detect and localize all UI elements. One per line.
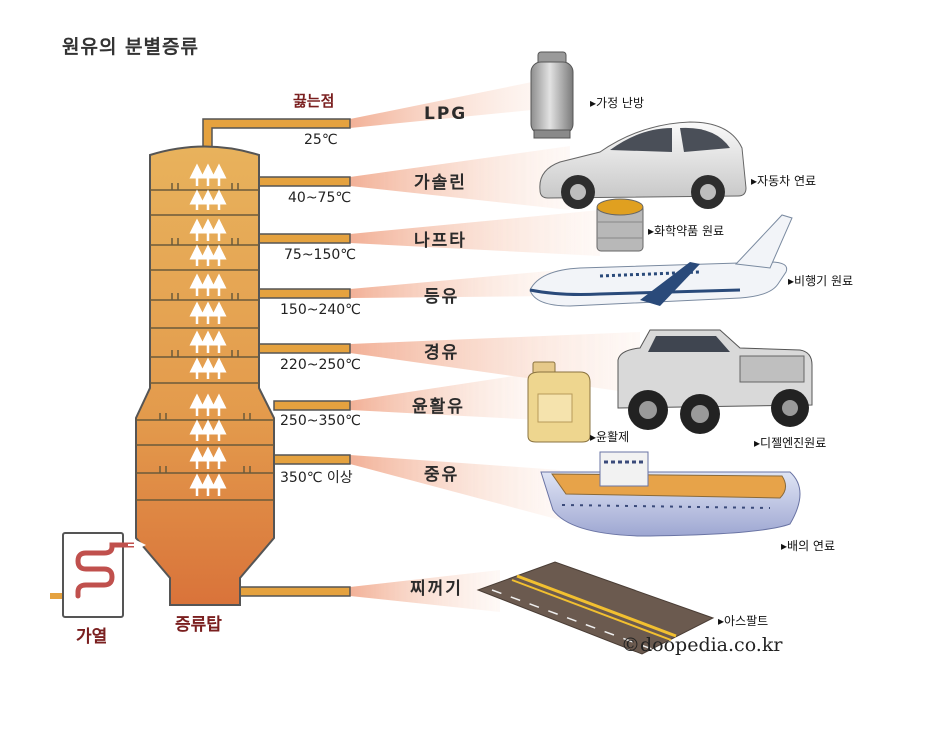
temperature-gasoline: 40~75℃ <box>288 190 352 206</box>
fraction-label-lubricant: 윤활유 <box>412 397 465 417</box>
diagram-title: 원유의 분별증류 <box>62 36 199 58</box>
temperature-diesel: 220~250℃ <box>280 357 361 373</box>
temperature-heavy-oil: 350℃ 이상 <box>280 470 353 486</box>
gas-cylinder-icon <box>530 51 574 139</box>
use-label-lubricant: ▸윤활제 <box>590 430 630 444</box>
asphalt-road-icon <box>476 561 715 655</box>
temperature-kerosene: 150~240℃ <box>280 302 361 318</box>
ship-icon <box>540 451 801 537</box>
use-label-diesel-engine: ▸디젤엔진원료 <box>754 436 827 450</box>
copyright-notice: ©doopedia.co.kr <box>621 634 783 656</box>
fraction-label-naphtha: 나프타 <box>414 231 467 251</box>
use-label-ship-fuel: ▸배의 연료 <box>781 539 835 553</box>
oil-jug-icon <box>527 361 591 443</box>
temperature-naphtha: 75~150℃ <box>284 247 356 263</box>
fraction-label-kerosene: 등유 <box>424 287 460 307</box>
fraction-label-heavy-oil: 중유 <box>424 465 460 485</box>
tower-label: 증류탑 <box>175 615 222 635</box>
car-icon <box>539 121 747 209</box>
pickup-truck-icon <box>617 329 813 434</box>
fraction-label-residue: 찌꺼기 <box>410 579 463 599</box>
temperature-lubricant: 250~350℃ <box>280 413 361 429</box>
heater-label: 가열 <box>76 627 108 647</box>
use-label-asphalt: ▸아스팔트 <box>718 614 769 628</box>
use-label-jet-fuel: ▸비행기 원료 <box>788 274 854 288</box>
use-label-home-heating: ▸가정 난방 <box>590 96 644 110</box>
temperature-lpg: 25℃ <box>304 132 338 148</box>
heater-icon <box>50 532 146 618</box>
light-beams <box>350 78 640 612</box>
boiling-point-header: 끓는점 <box>293 92 335 110</box>
fraction-label-gasoline: 가솔린 <box>414 173 467 193</box>
airplane-icon <box>529 214 793 307</box>
vapor-arrows <box>189 163 227 496</box>
fraction-label-lpg: LPG <box>424 104 468 124</box>
distillation-tower <box>135 145 275 606</box>
tray-bubble-caps <box>159 183 251 473</box>
use-label-car-fuel: ▸자동차 연료 <box>751 174 817 188</box>
chemical-drum-icon <box>596 198 644 252</box>
use-label-chemicals: ▸화학약품 원료 <box>648 224 725 238</box>
fraction-label-diesel: 경유 <box>424 343 460 363</box>
